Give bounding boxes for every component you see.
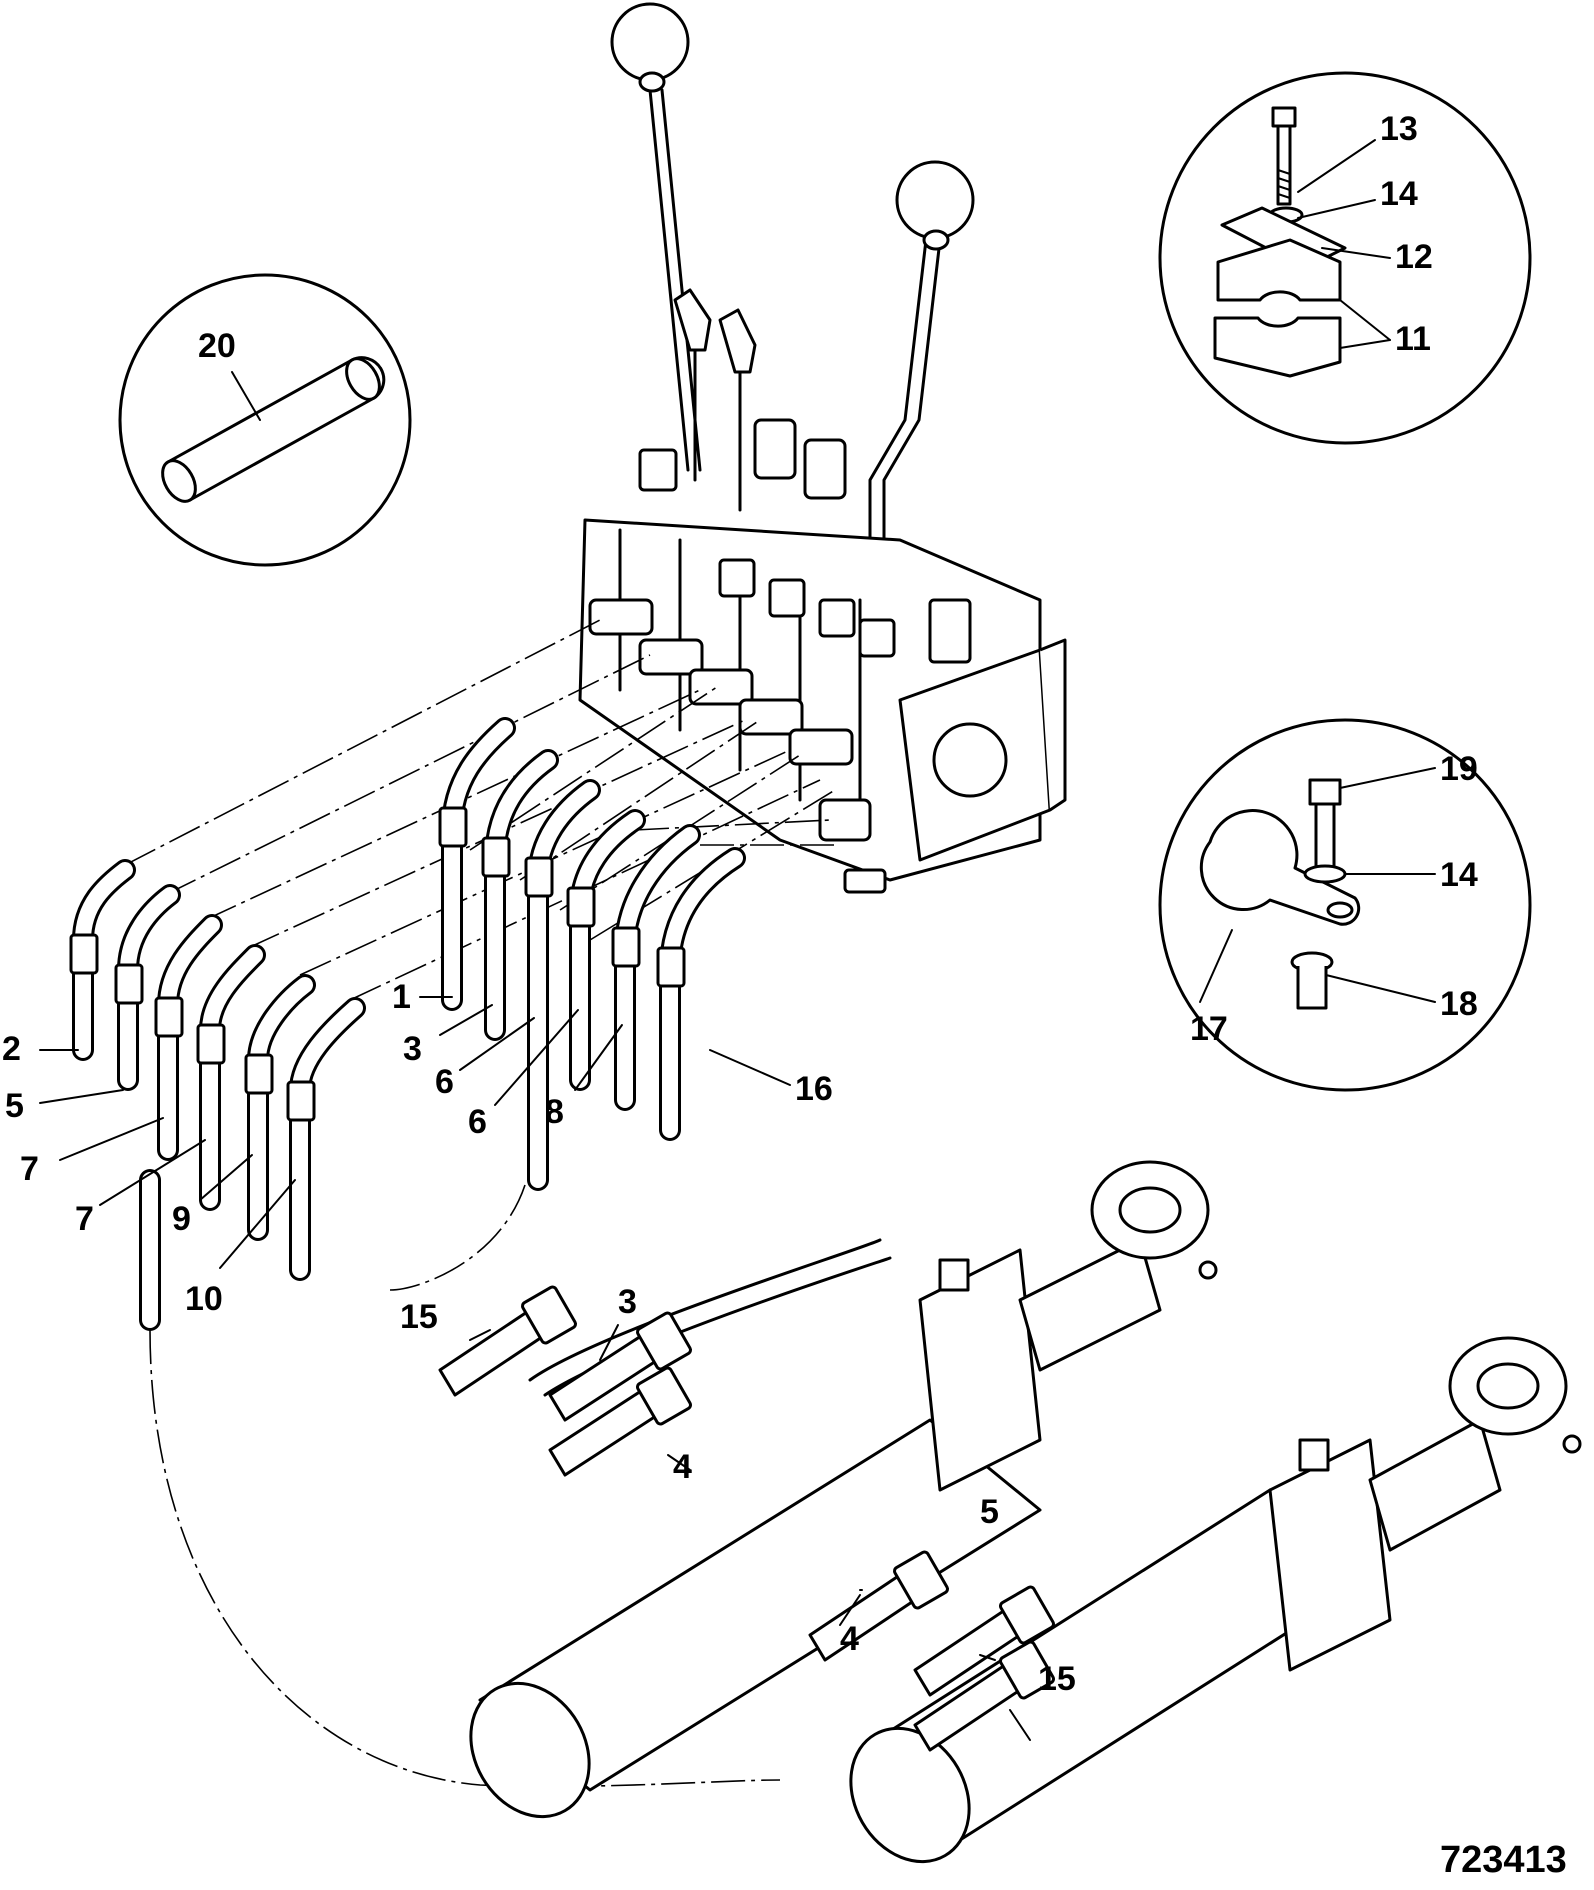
bolt-19 bbox=[1308, 778, 1342, 872]
callout-18: 18 bbox=[1440, 985, 1478, 1023]
clamp-halves-11 bbox=[1213, 238, 1342, 378]
callout-8: 8 bbox=[545, 1093, 564, 1131]
callout-16: 16 bbox=[795, 1070, 833, 1108]
callout-5-left: 5 bbox=[5, 1087, 24, 1125]
drawing-number: 723413 bbox=[1440, 1839, 1567, 1881]
control-valve-block bbox=[578, 2, 1067, 894]
callout-2: 2 bbox=[2, 1030, 21, 1068]
callout-4-top: 4 bbox=[673, 1448, 692, 1486]
callout-14-top: 14 bbox=[1380, 175, 1418, 213]
spacer-18 bbox=[1290, 951, 1334, 1010]
detail-circle-tube bbox=[118, 273, 412, 567]
hydraulic-cylinder-lower bbox=[849, 1336, 1582, 1864]
callout-11: 11 bbox=[1395, 320, 1431, 358]
lever-knob-right bbox=[895, 160, 975, 240]
cylinder-hose-ends bbox=[438, 1285, 1055, 1752]
bolt-13 bbox=[1271, 106, 1297, 206]
detail-circle-p-clip bbox=[1158, 718, 1532, 1092]
tube-part bbox=[161, 356, 386, 503]
callout-6-top: 6 bbox=[435, 1063, 454, 1101]
callout-10: 10 bbox=[185, 1280, 223, 1318]
callout-15-top: 15 bbox=[400, 1298, 438, 1336]
detail-circle-clamp bbox=[1158, 71, 1532, 445]
p-clip-17 bbox=[1199, 809, 1361, 926]
callout-20: 20 bbox=[198, 327, 236, 365]
leader-lines bbox=[39, 996, 1031, 1741]
callout-6-bottom: 6 bbox=[468, 1103, 487, 1141]
callout-4-bottom: 4 bbox=[840, 1620, 859, 1658]
callout-13: 13 bbox=[1380, 110, 1418, 148]
callout-7-bottom: 7 bbox=[75, 1200, 94, 1238]
callout-3-bottom: 3 bbox=[618, 1283, 637, 1321]
hose-group-middle bbox=[438, 717, 746, 1191]
callout-17: 17 bbox=[1190, 1010, 1228, 1048]
callout-3-top: 3 bbox=[403, 1030, 422, 1068]
callout-5-right: 5 bbox=[980, 1493, 999, 1531]
hydraulic-cylinder-upper bbox=[469, 1160, 1218, 1819]
washer-14b bbox=[1303, 864, 1347, 884]
callout-12: 12 bbox=[1395, 238, 1433, 276]
callout-7-top: 7 bbox=[20, 1150, 39, 1188]
callout-9: 9 bbox=[172, 1200, 191, 1238]
callout-1: 1 bbox=[392, 978, 411, 1016]
hose-group-left bbox=[69, 859, 366, 1331]
callout-15-bottom: 15 bbox=[1038, 1660, 1076, 1698]
lever-knob-left bbox=[610, 2, 690, 82]
callout-labels: 13 14 12 11 20 19 14 18 17 1 2 3 5 6 16 … bbox=[2, 110, 1567, 1881]
callout-19: 19 bbox=[1440, 750, 1478, 788]
callout-14-bottom: 14 bbox=[1440, 856, 1478, 894]
